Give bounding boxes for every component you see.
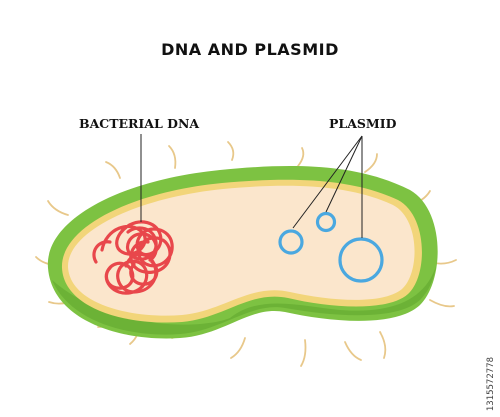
label-bacterial-dna: BACTERIAL DNA bbox=[79, 116, 200, 131]
leader-line-plasmid-2 bbox=[325, 135, 363, 213]
label-plasmid: PLASMID bbox=[329, 116, 397, 131]
plasmids bbox=[278, 211, 384, 283]
plasmid-ring-small bbox=[278, 229, 304, 255]
diagram-title: DNA AND PLASMID bbox=[161, 40, 339, 59]
plasmid-ring-tiny bbox=[315, 211, 337, 233]
leader-lines bbox=[140, 134, 363, 238]
cytoplasm bbox=[67, 185, 415, 316]
stock-id: 1315572778 bbox=[486, 356, 496, 411]
leader-line-plasmid-1 bbox=[292, 135, 363, 229]
plasmid-ring-large bbox=[338, 237, 384, 283]
bacterial-dna bbox=[92, 220, 174, 295]
